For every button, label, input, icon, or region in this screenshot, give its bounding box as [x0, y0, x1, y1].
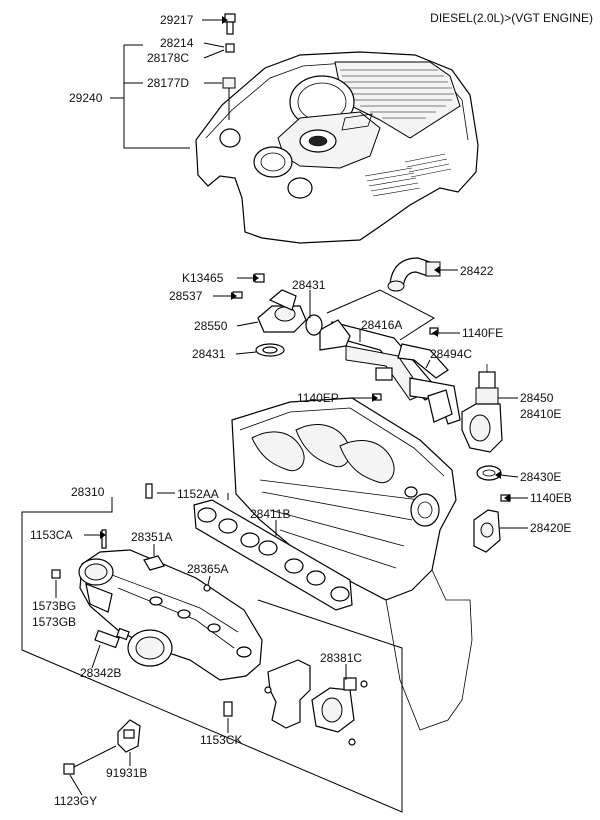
- label-1153CA: 1153CA: [30, 528, 72, 542]
- label-28494C: 28494C: [430, 347, 472, 361]
- nut-1573BG: [51, 569, 61, 579]
- engine-cover: [195, 51, 479, 244]
- label-1140EP: 1140EP: [297, 391, 339, 405]
- label-1573GB: 1573GB: [32, 615, 76, 629]
- label-28537: 28537: [169, 289, 203, 303]
- label-28416A: 28416A: [361, 318, 402, 332]
- arrow-heads: [100, 16, 510, 539]
- insulator-28177D: [222, 77, 236, 89]
- grommet-28214: [225, 43, 235, 53]
- label-28450: 28450: [520, 391, 554, 405]
- label-1153CK: 1153CK: [200, 733, 242, 747]
- label-28178C: 28178C: [147, 51, 189, 65]
- nut-28351A: [143, 555, 165, 571]
- label-28342B: 28342B: [80, 666, 121, 680]
- label-28420E: 28420E: [530, 521, 571, 535]
- label-28411B: 28411B: [250, 507, 290, 521]
- label-1140FE: 1140FE: [462, 326, 503, 340]
- cylinder-head: [231, 397, 473, 731]
- label-28550: 28550: [194, 319, 228, 333]
- label-28381C: 28381C: [320, 651, 362, 665]
- stud-1153CK: [223, 701, 233, 717]
- egr-flange-28550: [257, 289, 307, 333]
- bracket-28381C: [264, 659, 368, 746]
- leader-lines: [55, 19, 528, 796]
- stud-1152AA: [145, 483, 153, 499]
- label-1123GY: 1123GY: [54, 794, 97, 808]
- part-labels: 29217 28214 28178C 28177D 29240 K13465 2…: [30, 13, 572, 808]
- label-29217: 29217: [160, 13, 194, 27]
- gasket-28431-upper: [305, 314, 323, 336]
- label-28351A: 28351A: [131, 530, 172, 544]
- label-28422: 28422: [460, 264, 494, 278]
- label-91931B: 91931B: [106, 766, 147, 780]
- bolt-28365A: [203, 584, 211, 592]
- vgt-actuator-28450: [461, 364, 503, 453]
- label-1573BG: 1573BG: [32, 599, 76, 613]
- bolt-1123GY: [63, 745, 117, 775]
- label-28177D: 28177D: [147, 76, 189, 90]
- label-1152AA: 1152AA: [177, 487, 219, 501]
- label-28214: 28214: [160, 36, 194, 50]
- label-28410E: 28410E: [520, 407, 561, 421]
- label-28431-lower: 28431: [192, 347, 226, 361]
- exhaust-manifold-28310: [78, 549, 263, 681]
- label-K13465: K13465: [182, 271, 224, 285]
- label-28431-upper: 28431: [292, 278, 326, 292]
- label-28430E: 28430E: [520, 470, 561, 484]
- bracket-28420E: [473, 509, 501, 553]
- cover-bolt-29217: [224, 13, 236, 35]
- clip-91931B: [117, 719, 141, 753]
- stud-28342B: [94, 627, 130, 649]
- egr-pipe-28422: [387, 257, 441, 292]
- label-29240: 29240: [69, 91, 103, 105]
- gasket-28494C: [427, 389, 453, 423]
- diagram-title: DIESEL(2.0L)>(VGT ENGINE): [430, 11, 593, 25]
- label-28365A: 28365A: [187, 562, 228, 576]
- label-1140EB: 1140EB: [530, 491, 572, 505]
- gasket-28411B: [193, 499, 353, 611]
- stud-1153CA: [101, 529, 107, 549]
- gasket-28430E: [476, 465, 502, 481]
- label-28310: 28310: [71, 485, 105, 499]
